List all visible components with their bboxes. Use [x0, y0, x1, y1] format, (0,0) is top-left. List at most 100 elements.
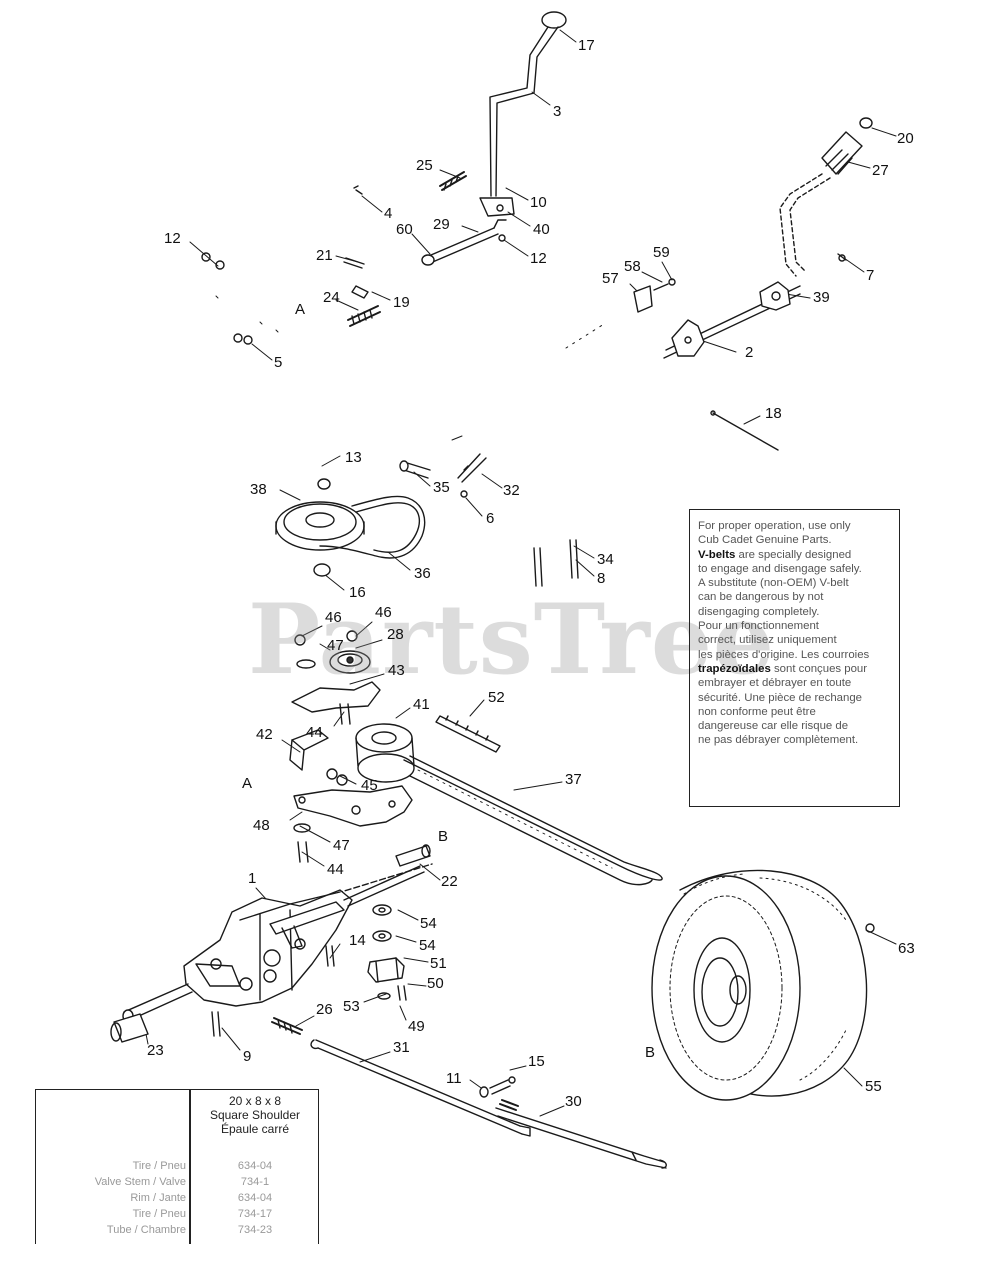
callout-30: 30 — [565, 1093, 582, 1110]
callout-12: 12 — [164, 230, 181, 247]
note-line: Pour un fonctionnement — [698, 620, 819, 633]
spec-row-value: 634-04 — [237, 1160, 273, 1172]
callout-9: 9 — [243, 1048, 252, 1065]
note-line: ne pas débrayer complètement. — [698, 734, 859, 747]
callout-2: 2 — [745, 344, 754, 361]
callout-7: 7 — [866, 267, 875, 284]
callout-28: 28 — [387, 626, 404, 643]
callout-37: 37 — [565, 771, 582, 788]
pulley-assembly — [275, 435, 579, 587]
small-hardware — [201, 171, 847, 345]
callout-29: 29 — [433, 216, 450, 233]
callout-49: 49 — [408, 1018, 425, 1035]
note-line: For proper operation, use only — [698, 520, 851, 532]
callout-39: 39 — [813, 289, 830, 306]
note-line: can be dangerous by not — [698, 591, 824, 604]
callout-41: 41 — [413, 696, 430, 713]
callout-57: 57 — [602, 270, 619, 287]
note-line: non conforme peut être — [698, 705, 816, 718]
callout-22: 22 — [441, 873, 458, 890]
callout-b: B — [645, 1044, 656, 1061]
spec-row-value: 734-17 — [237, 1208, 273, 1220]
callout-52: 52 — [488, 689, 505, 706]
callout-46: 46 — [325, 609, 342, 626]
callout-47: 47 — [327, 637, 344, 654]
spec-header-size: 20 x 8 x 8 — [228, 1094, 282, 1108]
callout-34: 34 — [597, 551, 614, 568]
callout-59: 59 — [653, 244, 670, 261]
callout-25: 25 — [416, 157, 433, 174]
note-line-rest: are specially designed — [735, 548, 852, 561]
lower-bracket — [293, 768, 433, 897]
callout-32: 32 — [503, 482, 520, 499]
callout-b: B — [438, 828, 449, 845]
note-line-rest: sont conçues pour — [770, 662, 868, 675]
callout-20: 20 — [897, 130, 914, 147]
callout-60: 60 — [396, 221, 413, 238]
shift-rods — [271, 1017, 667, 1169]
callout-6: 6 — [486, 510, 495, 527]
callout-27: 27 — [872, 162, 889, 179]
note-line: V-belts are specially designed — [698, 548, 891, 562]
callout-42: 42 — [256, 726, 273, 743]
callout-54: 54 — [420, 915, 437, 932]
spec-row-label: Tube / Chambre — [106, 1224, 186, 1236]
spec-header-type-fr: Épaule carré — [220, 1122, 290, 1136]
callout-23: 23 — [147, 1042, 164, 1059]
callout-35: 35 — [433, 479, 450, 496]
callout-12: 12 — [530, 250, 547, 267]
callout-10: 10 — [530, 194, 547, 211]
callout-45: 45 — [361, 777, 378, 794]
note-line: dangereuse car elle risque de — [698, 720, 849, 733]
spec-row-value: 734-1 — [240, 1176, 270, 1188]
note-line: trapézoïdales sont conçues pour — [698, 662, 891, 676]
note-line: disengaging completely. — [698, 605, 820, 618]
drive-pulley-belt — [355, 715, 663, 886]
table-divider — [189, 1090, 191, 1244]
callout-a: A — [295, 301, 306, 318]
callout-13: 13 — [345, 449, 362, 466]
note-line: A substitute (non-OEM) V-belt — [698, 577, 849, 590]
note-line: Cub Cadet Genuine Parts. — [698, 534, 832, 547]
spec-row-label: Tire / Pneu — [132, 1208, 186, 1220]
callout-48: 48 — [253, 817, 270, 834]
callout-8: 8 — [597, 570, 606, 587]
callout-38: 38 — [250, 481, 267, 498]
spec-row-label: Valve Stem / Valve — [94, 1176, 186, 1188]
note-line: sécurité. Une pièce de rechange — [698, 691, 863, 704]
note-line: les pièces d'origine. Les courroies — [698, 648, 870, 661]
spec-row-value: 634-04 — [237, 1192, 273, 1204]
callout-26: 26 — [316, 1001, 333, 1018]
callout-5: 5 — [274, 354, 283, 371]
callout-a: A — [242, 775, 253, 792]
spec-header-type: Square Shoulder — [209, 1108, 301, 1122]
spec-row-label: Tire / Pneu — [132, 1160, 186, 1172]
callout-15: 15 — [528, 1053, 545, 1070]
callout-17: 17 — [578, 37, 595, 54]
belt-warning-note: For proper operation, use only Cub Cadet… — [689, 509, 900, 807]
callout-47: 47 — [333, 837, 350, 854]
callout-50: 50 — [427, 975, 444, 992]
callout-31: 31 — [393, 1039, 410, 1056]
callout-18: 18 — [765, 405, 782, 422]
callout-36: 36 — [414, 565, 431, 582]
watermark: PartsTree — [248, 583, 775, 696]
transaxle-assembly — [110, 865, 425, 1043]
note-line: embrayer et débrayer en toute — [698, 677, 852, 690]
rear-wheel-tire — [651, 869, 875, 1101]
spec-header: 20 x 8 x 8 Square Shoulder Épaule carré — [191, 1094, 319, 1136]
tire-spec-table: 20 x 8 x 8 Square Shoulder Épaule carré … — [35, 1089, 319, 1244]
callout-63: 63 — [898, 940, 915, 957]
note-line: correct, utilisez uniquement — [698, 634, 837, 647]
callout-44: 44 — [327, 861, 344, 878]
callout-1: 1 — [248, 870, 257, 887]
callout-21: 21 — [316, 247, 333, 264]
callout-16: 16 — [349, 584, 366, 601]
callout-46: 46 — [375, 604, 392, 621]
spec-row-label: Rim / Jante — [130, 1192, 186, 1204]
spec-row-value: 734-23 — [237, 1224, 273, 1236]
note-bold-term: V-belts — [698, 548, 736, 561]
callout-58: 58 — [624, 258, 641, 275]
callout-14: 14 — [349, 932, 366, 949]
